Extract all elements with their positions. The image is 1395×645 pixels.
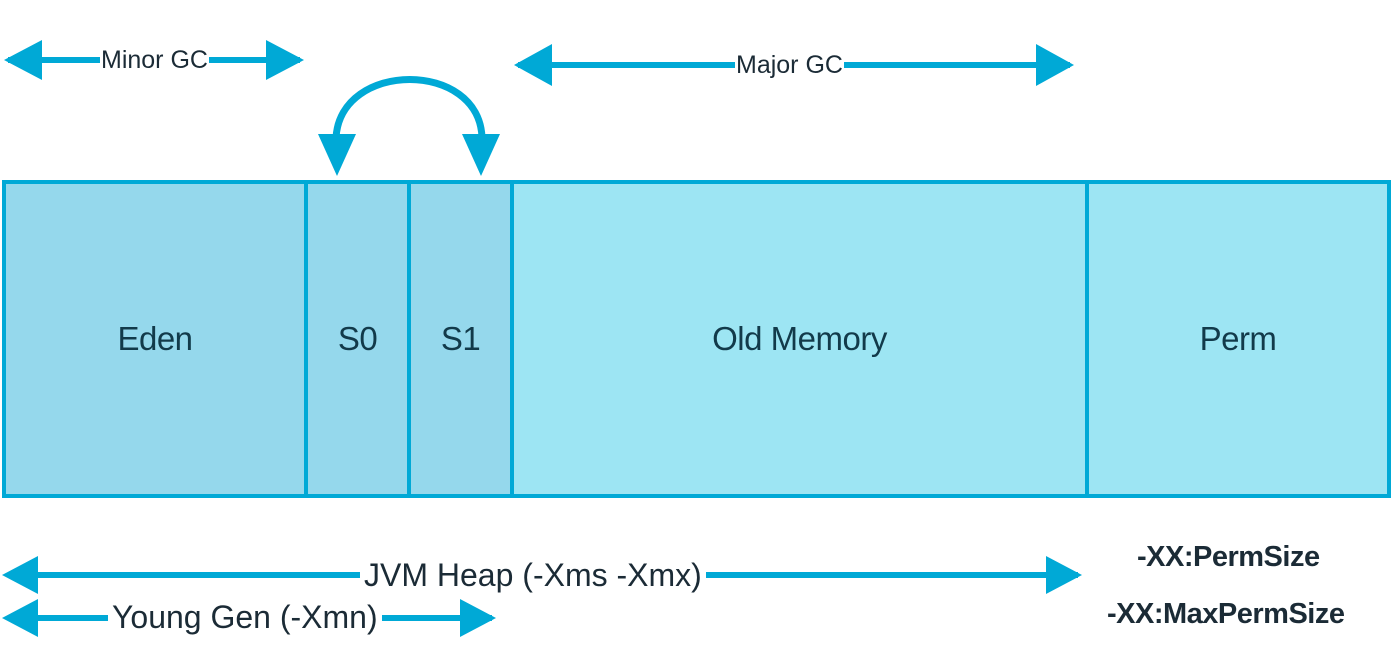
perm-size-flag: -XX:PermSize (1137, 541, 1320, 573)
eden-label: Eden (117, 320, 193, 357)
perm-region: Perm (1085, 180, 1391, 498)
survivor-swap-arrow (318, 76, 500, 176)
minor-gc-label: Minor GC (100, 46, 209, 74)
major-gc-label: Major GC (735, 51, 844, 79)
max-perm-size-flag: -XX:MaxPermSize (1107, 598, 1345, 630)
s0-region: S0 (304, 180, 411, 498)
old-memory-label: Old Memory (712, 320, 887, 357)
old-memory-region: Old Memory (510, 180, 1089, 498)
eden-region: Eden (2, 180, 308, 498)
s0-label: S0 (337, 320, 378, 357)
jvm-heap-label: JVM Heap (-Xms -Xmx) (360, 559, 706, 591)
s1-region: S1 (407, 180, 514, 498)
perm-label: Perm (1199, 320, 1277, 357)
s1-label: S1 (440, 320, 481, 357)
young-gen-label: Young Gen (-Xmn) (108, 601, 382, 633)
